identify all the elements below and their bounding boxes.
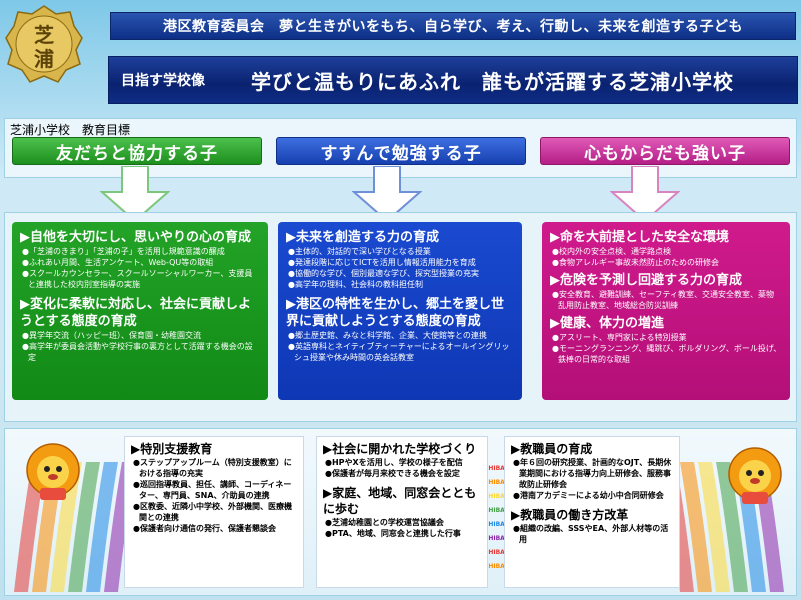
stripe-text: SHIBAURA	[484, 521, 504, 528]
stripe-band	[698, 462, 730, 592]
detail-heading: ▶港区の特性を生かし、郷土を愛し世界に貢献しようとする態度の育成	[286, 297, 504, 329]
initiative-box-staff: ▶教職員の育成 ●年６回の研究授業、計画的なOJT、長期休業期間における指導力向…	[504, 436, 680, 588]
svg-text:芝: 芝	[34, 23, 54, 47]
detail-item: ●主体的、対話的で深い学びとなる授業	[288, 247, 431, 256]
detail-heading: ▶健康、体力の増進	[550, 316, 664, 331]
goal-study: すすんで勉強する子	[276, 137, 526, 165]
detail-heading: ▶変化に柔軟に対応し、社会に貢献しようとする態度の育成	[20, 297, 251, 329]
initiative-heading: ▶社会に開かれた学校づくり	[323, 442, 477, 456]
detail-item: ●モーニングランニング、縄跳び、ボルダリング、ボール投げ、鉄棒の日常的な取組	[552, 344, 782, 364]
stripe-text: SHIBAURA	[484, 493, 504, 500]
school-seal-icon: 芝 浦	[5, 5, 83, 83]
detail-heading: ▶未来を創造する力の育成	[286, 230, 439, 245]
detail-item: ●高学年が委員会活動や学校行事の裏方として活躍する機会の設定	[22, 342, 253, 362]
detail-item: ●異学年交流（ハッピー班）、保育園・幼稚園交流	[22, 331, 201, 340]
down-arrow-icon	[100, 166, 170, 222]
initiative-heading: ▶教職員の働き方改革	[511, 508, 629, 522]
down-arrow-icon	[352, 166, 422, 222]
initiative-item: ●ステップアップルーム（特別支援教室）における指導の充実	[133, 458, 292, 478]
svg-text:浦: 浦	[34, 47, 54, 71]
initiative-item: ●組織の改編、SSSやEA、外部人材等の活用	[513, 524, 669, 544]
lion-mascot-icon	[728, 447, 782, 504]
initiative-item: ●PTA、地域、同窓会と連携した行事	[325, 529, 461, 538]
stripe-band	[716, 462, 748, 592]
initiative-heading: ▶特別支援教育	[131, 442, 213, 456]
detail-item: ●校内外の安全点検、通学路点検	[552, 247, 671, 256]
stripe-text: SHIBAURA	[484, 479, 504, 486]
detail-item: ●高学年の理科、社会科の教科担任制	[288, 280, 423, 289]
initiative-item: ●保護者向け通信の発行、保護者懇談会	[133, 524, 276, 533]
initiative-heading: ▶家庭、地域、同窓会とともに歩む	[323, 486, 477, 516]
initiative-box-community: ▶社会に開かれた学校づくり ●HPやXを活用し、学校の様子を配信 ●保護者が毎月…	[316, 436, 488, 588]
detail-box-cooperation: ▶自他を大切にし、思いやりの心の育成 ●「芝浦のきまり」「芝浦の子」を活用し規範…	[12, 222, 268, 400]
stripe-text: SHIBAURA	[484, 507, 504, 514]
stripe-text: SHIBAURA	[484, 549, 504, 556]
detail-item: ●安全教育、避難訓練、セーフティ教室、交通安全教室、薬物乱用防止教室、地域総合防…	[552, 290, 775, 310]
stripe-band	[86, 462, 118, 592]
detail-item: ●ふれあい月間、生活アンケート、Web-QU等の取組	[22, 258, 214, 267]
detail-item: ●発達段階に応じてICTを活用し情報活用能力を育成	[288, 258, 476, 267]
rainbow-stripes-decoration: SHIBAURA SHIBAURA SHIBAURA SHIBAURA SHIBAURA…	[484, 465, 504, 570]
goal-cooperation: 友だちと協力する子	[12, 137, 262, 165]
stripe-band	[680, 462, 712, 592]
stripe-band	[14, 462, 46, 592]
stripe-band	[676, 462, 694, 592]
initiative-item: ●芝浦幼稚園との学校運営協議会	[325, 518, 444, 527]
vision-text: 学びと温もりにあふれ 誰もが活躍する芝浦小学校	[251, 69, 734, 94]
school-vision-banner: 目指す学校像 学びと温もりにあふれ 誰もが活躍する芝浦小学校	[108, 56, 798, 104]
detail-item: ●英語専科とネイティブティーチャーによるオールイングリッシュ授業や休み時間の英会…	[288, 342, 510, 362]
stripe-text: SHIBAURA	[484, 563, 504, 570]
detail-box-strength: ▶命を大前提とした安全な環境 ●校内外の安全点検、通学路点検 ●食物アレルギー事…	[542, 222, 790, 400]
detail-item: ●郷土歴史館、みなと科学館、企業、大使館等との連携	[288, 331, 487, 340]
detail-heading: ▶自他を大切にし、思いやりの心の育成	[20, 230, 251, 245]
detail-item: ●アスリート、専門家による特別授業	[552, 333, 687, 342]
stripe-band	[104, 462, 130, 592]
stripe-text: SHIBAURA	[484, 465, 504, 472]
initiative-box-special-support: ▶特別支援教育 ●ステップアップルーム（特別支援教室）における指導の充実 ●巡回…	[124, 436, 304, 588]
stripe-band	[68, 462, 100, 592]
initiative-item: ●港南アカデミーによる幼小中合同研修会	[513, 491, 664, 500]
detail-heading: ▶命を大前提とした安全な環境	[550, 230, 729, 245]
lion-mascot-icon	[26, 443, 80, 500]
detail-heading: ▶危険を予測し回避する力の育成	[550, 273, 742, 288]
stripe-band	[50, 462, 82, 592]
initiative-item: ●保護者が毎月来校できる機会を設定	[325, 469, 460, 478]
initiative-item: ●区教委、近隣小中学校、外部機関、医療機関との連携	[133, 502, 292, 522]
detail-item: ●スクールカウンセラー、スクールソーシャルワーカー、支援員と連携した校内別室指導…	[22, 269, 253, 289]
initiative-item: ●巡回指導教員、担任、講師、コーディネーター、専門員、SNA、介助員の連携	[133, 480, 292, 500]
detail-item: ●「芝浦のきまり」「芝浦の子」を活用し規範意識の醸成	[22, 247, 225, 256]
goal-strength: 心もからだも強い子	[540, 137, 790, 165]
down-arrow-icon	[610, 166, 680, 222]
initiative-heading: ▶教職員の育成	[511, 442, 593, 456]
education-goals-title: 芝浦小学校 教育目標	[10, 123, 131, 137]
detail-item: ●協働的な学び、個別最適な学び、探究型授業の充実	[288, 269, 479, 278]
vision-label: 目指す学校像	[121, 73, 205, 89]
initiative-item: ●年６回の研究授業、計画的なOJT、長期休業期間における指導力向上研修会、服務事…	[513, 458, 672, 489]
stripe-text: SHIBAURA	[484, 535, 504, 542]
district-slogan-banner: 港区教育委員会 夢と生きがいをもち、自ら学び、考え、行動し、未来を創造する子ども	[110, 12, 796, 40]
detail-item: ●食物アレルギー事故未然防止のための研修会	[552, 258, 719, 267]
initiative-item: ●HPやXを活用し、学校の様子を配信	[325, 458, 463, 467]
detail-box-study: ▶未来を創造する力の育成 ●主体的、対話的で深い学びとなる授業 ●発達段階に応じ…	[278, 222, 522, 400]
